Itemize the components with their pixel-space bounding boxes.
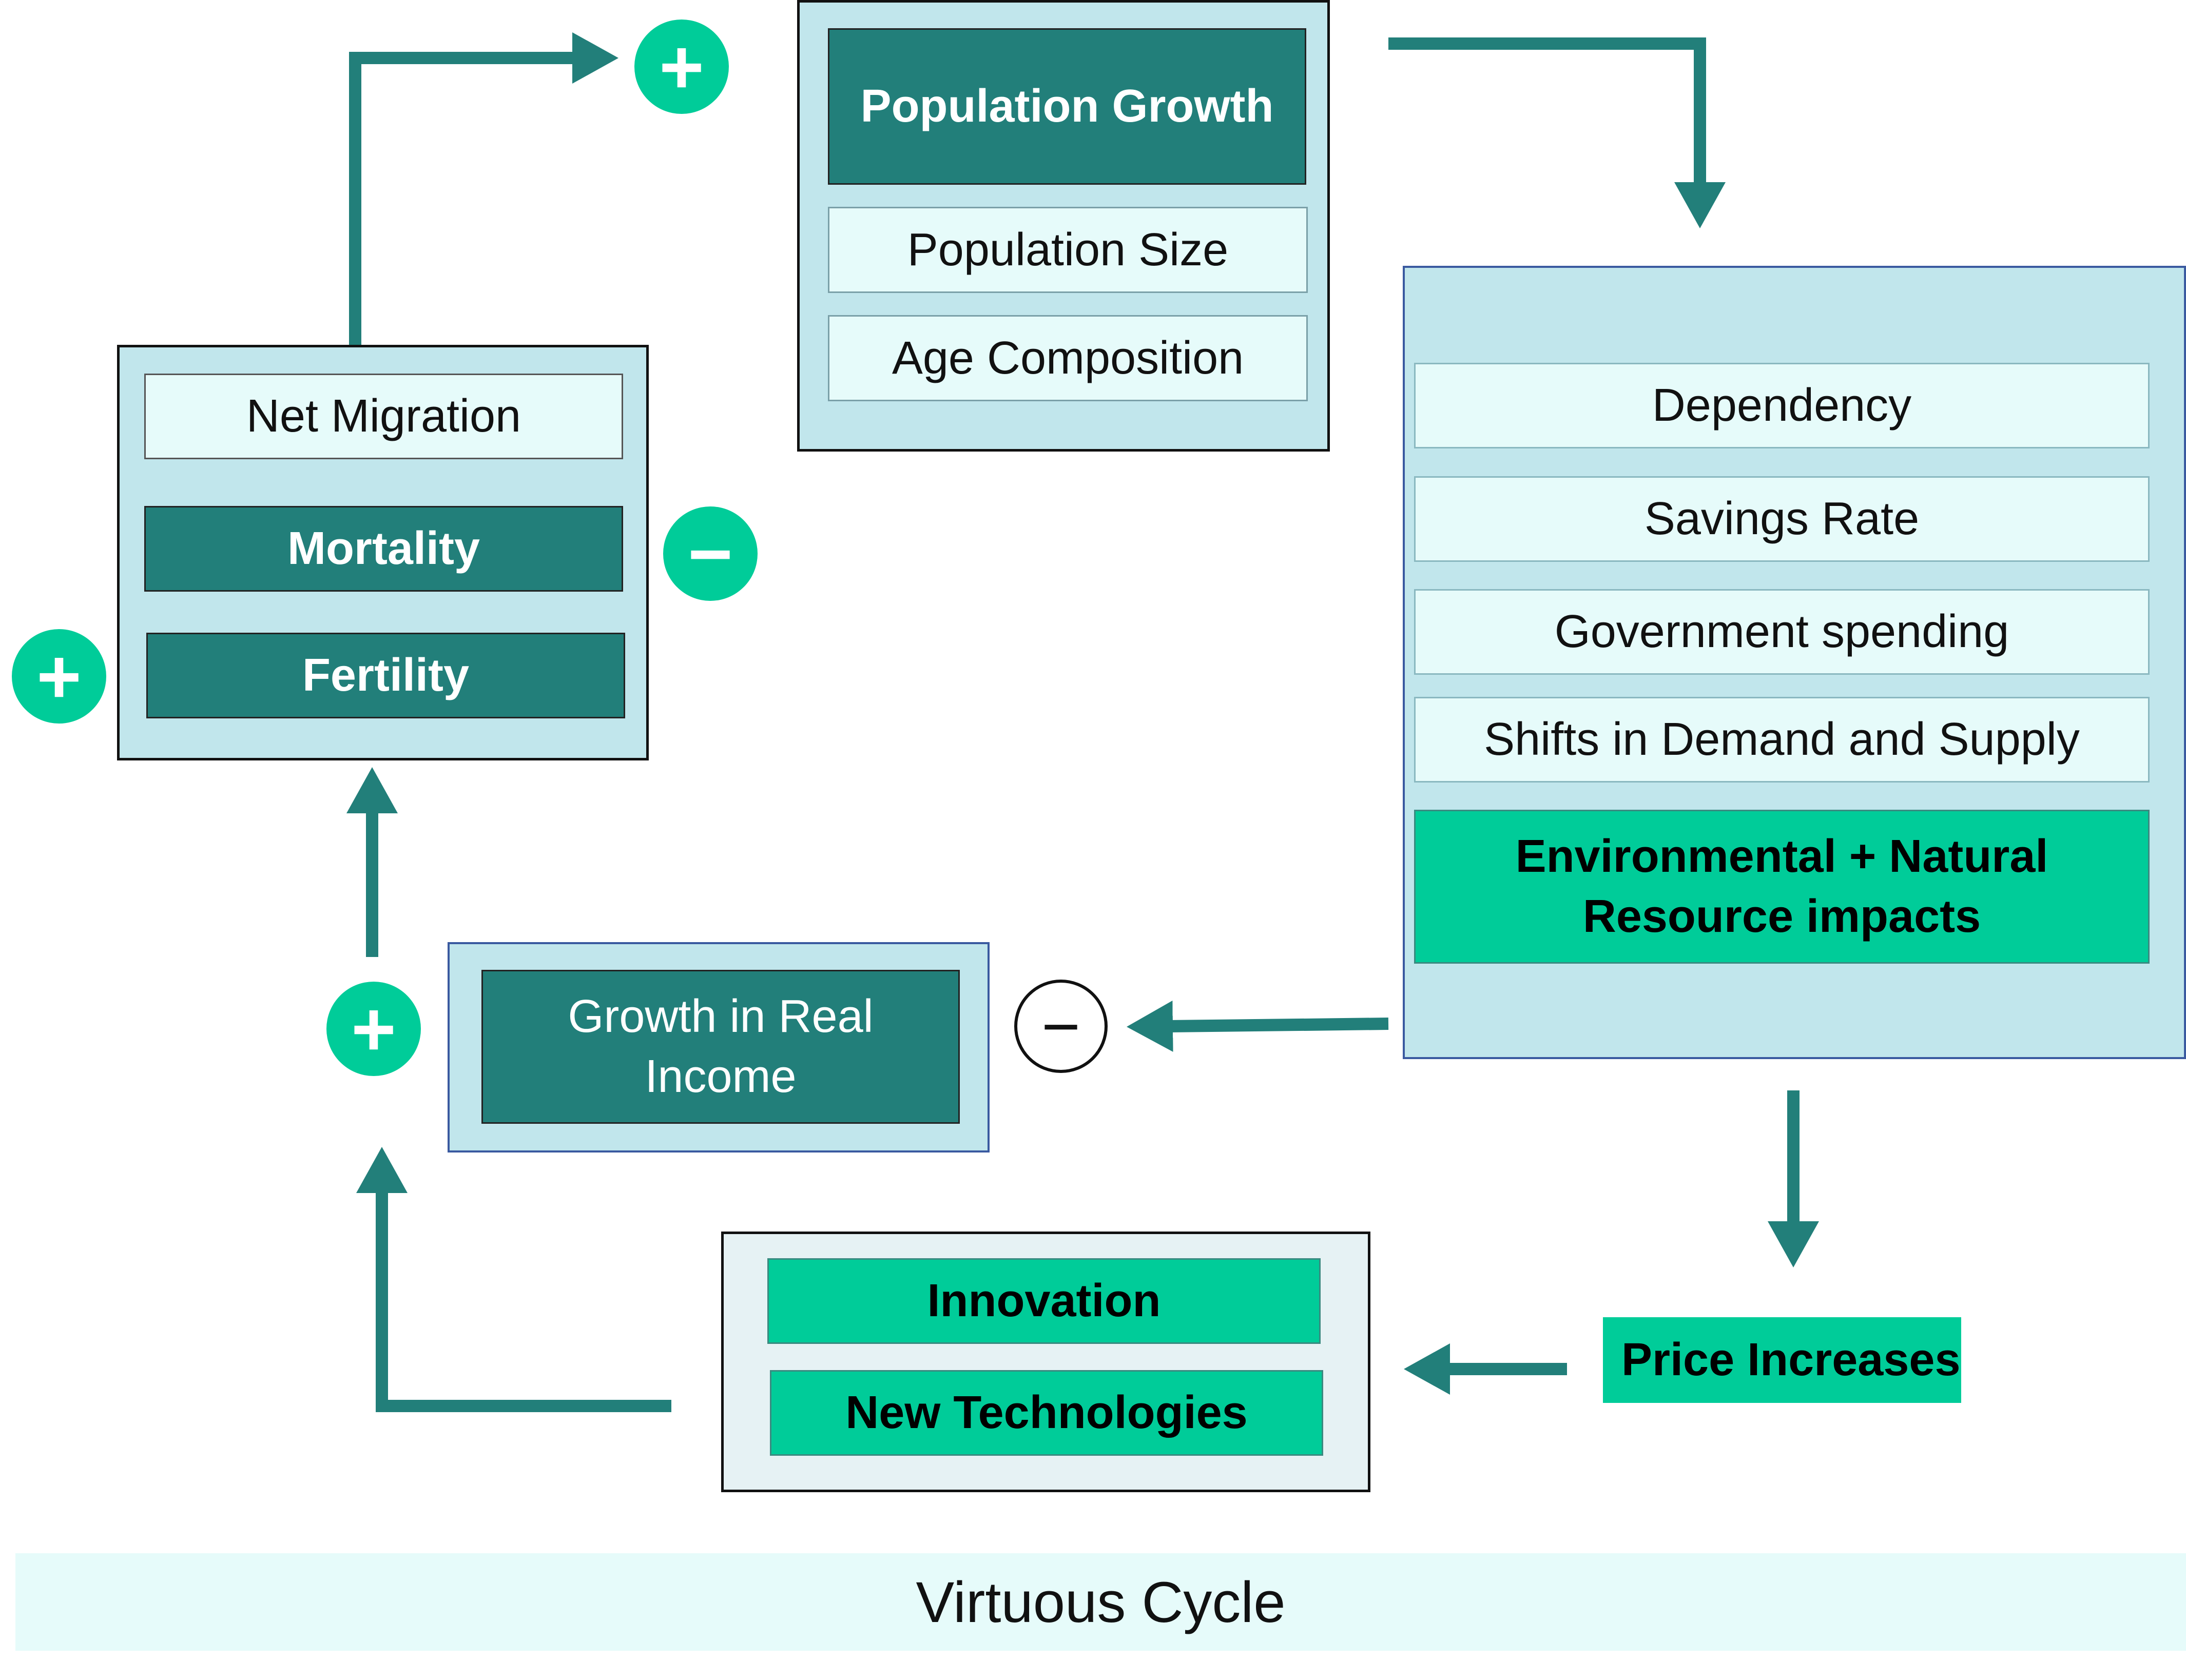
- innovation-box: Innovation: [767, 1258, 1321, 1344]
- arrow-impacts-to-income: [1127, 1000, 1389, 1052]
- svg-text:+: +: [659, 24, 704, 110]
- arrow-drivers-to-population: [349, 32, 618, 345]
- plus-sign-icon: +: [326, 982, 421, 1076]
- plus-sign-icon: +: [634, 19, 729, 114]
- fertility-box: Fertility: [146, 633, 625, 718]
- arrow-innovation-to-income: [356, 1147, 671, 1412]
- net-migration-box: Net Migration: [144, 374, 623, 459]
- population-size-box: Population Size: [828, 207, 1308, 293]
- growth-in-real-income-box: Growth in Real Income: [481, 970, 960, 1124]
- new-technologies-box: New Technologies: [770, 1370, 1323, 1456]
- age-composition-box: Age Composition: [828, 315, 1308, 401]
- impact-item: Shifts in Demand and Supply: [1414, 697, 2150, 783]
- price-increases-box: Price Increases: [1603, 1317, 1961, 1403]
- arrow-population-to-impacts: [1388, 37, 1726, 228]
- impact-item: Dependency: [1414, 363, 2150, 448]
- svg-text:+: +: [351, 986, 396, 1072]
- plus-sign-icon: +: [12, 629, 106, 724]
- footer-caption-bar: Virtuous Cycle: [15, 1553, 2186, 1651]
- svg-text:+: +: [36, 633, 82, 719]
- svg-text:−: −: [1041, 989, 1080, 1064]
- minus-sign-icon: −: [663, 506, 758, 601]
- impact-item: Government spending: [1414, 589, 2150, 675]
- svg-text:−: −: [688, 511, 733, 597]
- impact-item: Savings Rate: [1414, 476, 2150, 562]
- environmental-impacts-box: Environmental + Natural Resource impacts: [1414, 810, 2150, 964]
- minus-circle-outline-icon: −: [1014, 980, 1108, 1073]
- population-growth-box: Population Growth: [828, 28, 1306, 185]
- mortality-box: Mortality: [144, 506, 623, 592]
- footer-caption: Virtuous Cycle: [916, 1570, 1286, 1634]
